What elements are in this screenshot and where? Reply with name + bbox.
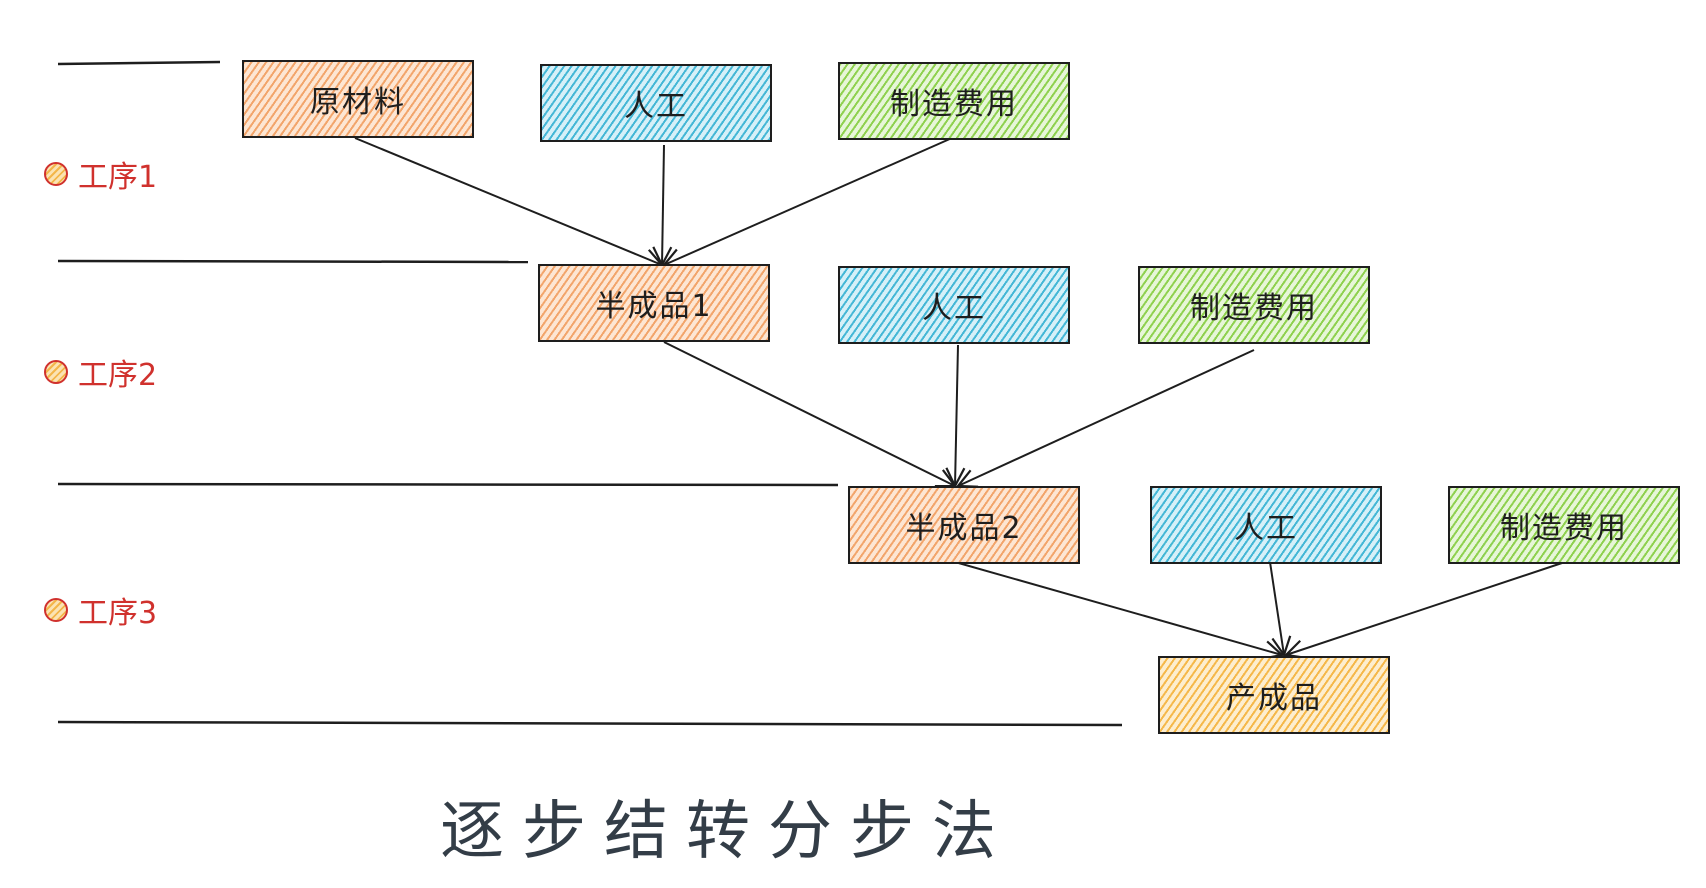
labor-label-2: 人工 xyxy=(922,291,986,326)
arrow-overhead2-to-semi2 xyxy=(958,349,1255,486)
arrow-semi1-to-semi2 xyxy=(663,341,955,486)
step-label-1: 工序1 xyxy=(44,152,157,196)
semi-product-box-2: 半成品2 xyxy=(848,486,1080,564)
arrow-material-to-semi1 xyxy=(354,137,662,265)
step-label-2: 工序2 xyxy=(44,350,157,394)
step-text: 工序1 xyxy=(78,160,158,195)
step-marker-icon xyxy=(44,598,68,622)
arrow-semi2-to-product xyxy=(954,561,1282,655)
finished-product-label: 产成品 xyxy=(1226,681,1322,716)
step-text: 工序3 xyxy=(78,596,158,631)
labor-box-3: 人工 xyxy=(1150,486,1382,564)
semi-product-box-1: 半成品1 xyxy=(538,264,770,342)
semi-product-label-1: 半成品1 xyxy=(595,289,713,324)
separator-line-3 xyxy=(57,482,839,487)
step-label-3: 工序3 xyxy=(44,588,157,632)
separator-line-2 xyxy=(57,259,529,264)
diagram-title: 逐步结转分步法 xyxy=(440,795,1014,869)
arrow-overhead1-to-semi1 xyxy=(664,137,953,265)
overhead-label-3: 制造费用 xyxy=(1500,511,1628,546)
labor-label-3: 人工 xyxy=(1234,511,1298,546)
raw-material-box: 原材料 xyxy=(242,60,474,138)
step-text: 工序2 xyxy=(78,358,158,393)
arrow-labor2-to-semi2 xyxy=(955,344,958,486)
overhead-label-2: 制造费用 xyxy=(1190,291,1318,326)
separator-line-4 xyxy=(57,720,1123,727)
overhead-box-1: 制造费用 xyxy=(838,62,1070,140)
step-marker-icon xyxy=(44,360,68,384)
overhead-label-1: 制造费用 xyxy=(890,87,1018,122)
labor-box-1: 人工 xyxy=(540,64,772,142)
overhead-box-3: 制造费用 xyxy=(1448,486,1680,564)
step-marker-icon xyxy=(44,162,68,186)
overhead-box-2: 制造费用 xyxy=(1138,266,1370,344)
raw-material-label: 原材料 xyxy=(310,85,406,120)
labor-label-1: 人工 xyxy=(624,89,688,124)
separator-line-1 xyxy=(57,60,221,66)
arrow-labor3-to-product xyxy=(1269,561,1284,655)
labor-box-2: 人工 xyxy=(838,266,1070,344)
arrow-labor1-to-semi1 xyxy=(662,144,664,265)
arrow-overhead3-to-product xyxy=(1286,561,1566,655)
semi-product-label-2: 半成品2 xyxy=(905,511,1023,546)
finished-product-box: 产成品 xyxy=(1158,656,1390,734)
